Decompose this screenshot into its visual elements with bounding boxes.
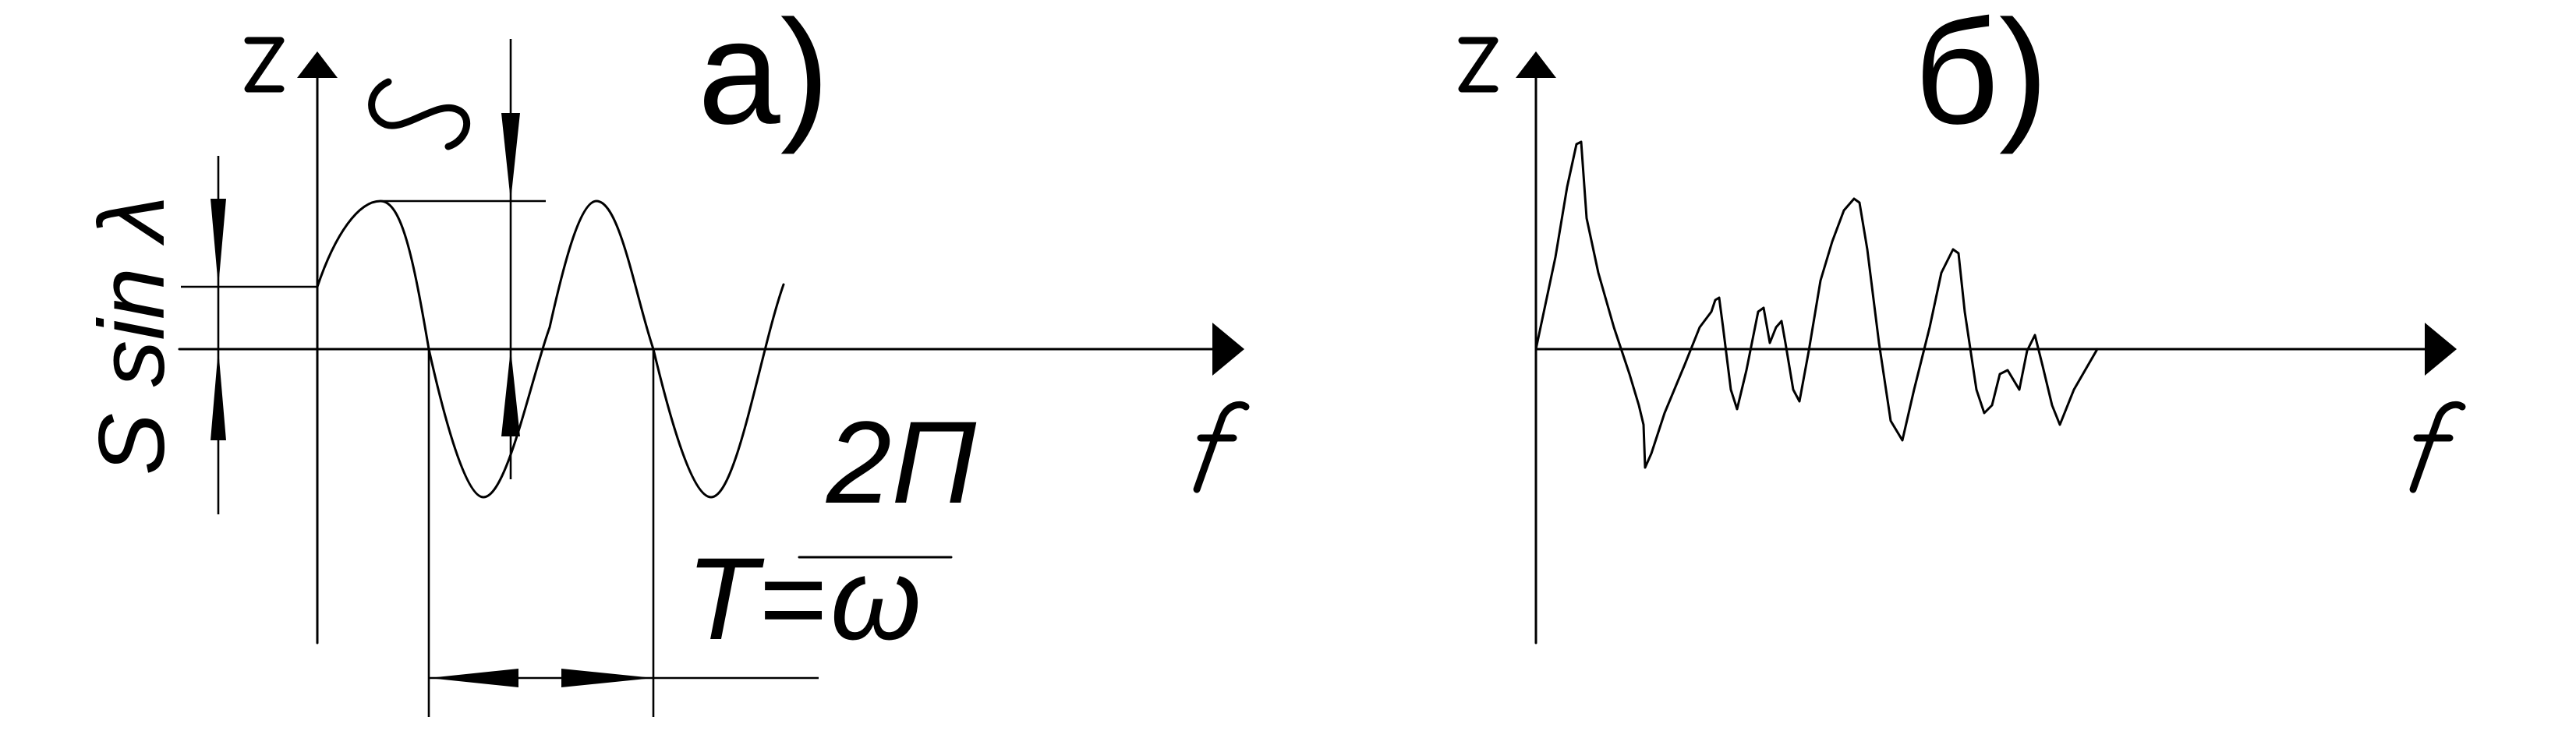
panel-b-irregular-wave (1534, 140, 2099, 469)
panel-a: а) Z t S sin λ (80, 0, 1250, 717)
panel-a-z-axis-label: Z (244, 37, 285, 93)
panel-a-period-arrow-left (429, 669, 518, 687)
panel-b-z-axis-label: Z (1458, 37, 1499, 93)
panel-a-period-arrow-right (561, 669, 653, 687)
panel-b-z-arrowhead (1516, 51, 1556, 78)
svg-text:S sin λ: S sin λ (80, 196, 184, 475)
panel-a-t-axis-label: t (1193, 401, 1250, 493)
panel-a-amplitude-label: S (368, 78, 471, 150)
panel-a-amplitude-arrow-up (501, 349, 520, 436)
period-label: T= (686, 533, 826, 664)
panel-a-label: а) (698, 0, 830, 155)
period-numerator: 2П (826, 397, 976, 528)
panel-b-label: б) (1914, 0, 2048, 155)
panel-b-t-axis-label: t (2409, 401, 2466, 493)
period-denominator: ω (830, 533, 922, 664)
panel-b: б) Z t (1458, 0, 2466, 644)
panel-a-offset-label: S sin λ (80, 196, 184, 475)
panel-a-period-formula: T= 2П ω (686, 397, 976, 664)
panel-a-amplitude-arrow-down (501, 113, 520, 201)
panel-a-t-arrowhead (1212, 323, 1244, 376)
panel-b-t-arrowhead (2425, 323, 2457, 376)
panel-a-wave (316, 200, 785, 499)
panel-a-offset-arrow-down (211, 199, 226, 287)
panel-a-z-arrowhead (297, 51, 338, 78)
panel-a-offset-arrow-up (211, 349, 226, 440)
